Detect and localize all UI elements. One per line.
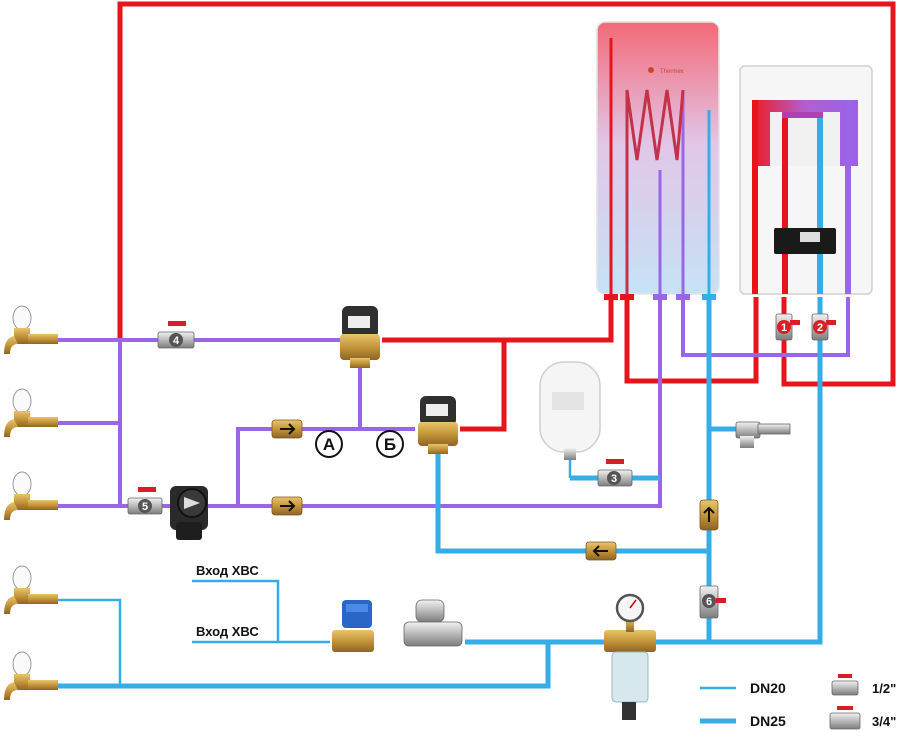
legend-dn20: DN20 <box>750 680 786 696</box>
pressure-reducer-icon <box>403 599 463 647</box>
valve-number-1: 1 <box>781 322 787 334</box>
check-valve-icon <box>271 496 303 516</box>
marker-a-label: А <box>323 435 335 454</box>
ball-valve-6[interactable]: 6 <box>699 585 726 619</box>
mixing-valve-icon[interactable] <box>340 306 380 368</box>
check-valve-icon <box>271 419 303 439</box>
legend-small-valve: 1/2" <box>872 681 896 696</box>
expansion-tank-icon <box>539 361 601 460</box>
water-heater-icon: Thermex <box>596 21 720 300</box>
legend: DN20 DN25 1/2" 3/4" <box>700 674 896 730</box>
ball-valve-2[interactable]: 2 <box>811 313 836 341</box>
cold-lines-dn20 <box>56 460 572 686</box>
tap-icon[interactable] <box>4 651 58 700</box>
cold-input-label-upper: Вход ХВС <box>196 563 259 578</box>
ball-valve-icon <box>831 674 859 696</box>
valve-number-6: 6 <box>706 596 712 608</box>
valve-number-4: 4 <box>173 335 180 347</box>
marker-b: Б <box>376 430 404 458</box>
gas-boiler-icon <box>739 65 873 295</box>
ball-valve-icon <box>829 706 861 730</box>
valve-number-5: 5 <box>142 501 148 513</box>
tap-icon[interactable] <box>4 471 58 520</box>
pump-icon[interactable] <box>170 486 208 540</box>
tap-icon[interactable] <box>4 565 58 614</box>
cold-input-label-lower: Вход ХВС <box>196 624 259 639</box>
tap-icon[interactable] <box>4 388 58 437</box>
ball-valve-1[interactable]: 1 <box>775 313 800 341</box>
cold-lines-dn25 <box>56 286 823 689</box>
pressure-gauge-icon <box>615 593 645 632</box>
filter-icon <box>604 630 656 720</box>
marker-b-label: Б <box>384 435 396 454</box>
check-valve-icon <box>699 499 719 531</box>
legend-large-valve: 3/4" <box>872 714 896 729</box>
valve-number-3: 3 <box>611 473 617 485</box>
mixing-valve-icon[interactable] <box>418 396 458 454</box>
valve-number-2: 2 <box>817 322 823 334</box>
ball-valve-5[interactable]: 5 <box>127 487 163 515</box>
marker-a: А <box>315 430 343 458</box>
ball-valve-4[interactable]: 4 <box>157 321 195 349</box>
hot-water-lines <box>117 1 896 432</box>
solenoid-valve-icon[interactable] <box>332 600 374 652</box>
ball-valve-3[interactable]: 3 <box>597 459 633 487</box>
tap-icon[interactable] <box>4 305 58 354</box>
check-valve-icon <box>585 541 617 561</box>
legend-dn25: DN25 <box>750 713 786 729</box>
safety-valve-icon <box>735 421 791 448</box>
boiler-brand: Thermex <box>660 69 684 75</box>
